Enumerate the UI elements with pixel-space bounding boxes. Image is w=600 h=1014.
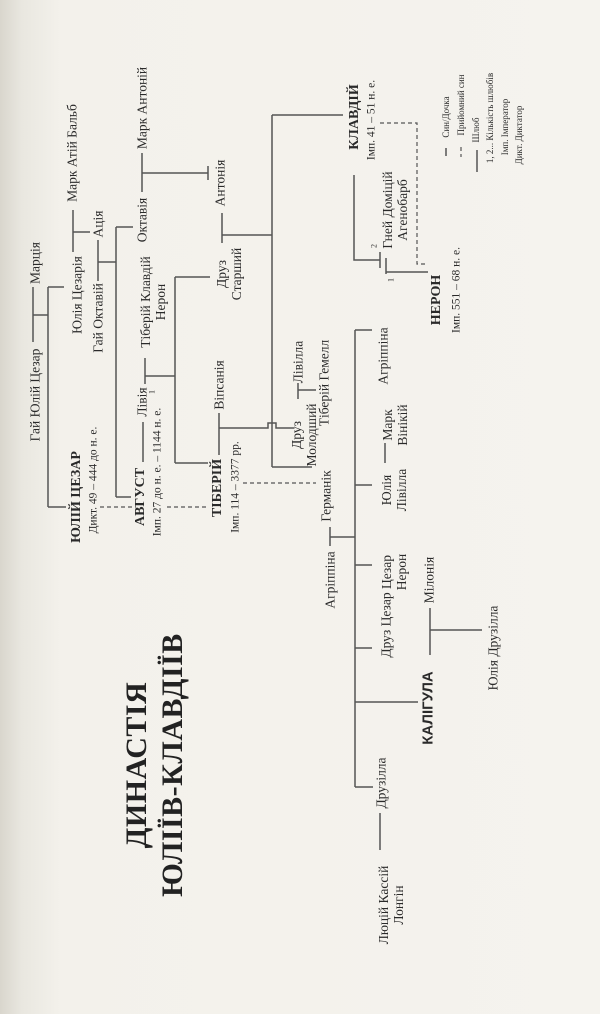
emperor-caligula: КАЛІГУЛА xyxy=(419,671,437,745)
person-gaius-julius-caesar: Гай Юлій Цезар xyxy=(27,348,43,442)
child-line xyxy=(219,422,294,429)
augustus-dates: Імп. 27 до н. е. – 1144 н. е. xyxy=(151,407,164,537)
title-line-1: ДИНАСТІЯ xyxy=(120,681,153,849)
person-gaius-octavius: Гай Октавій xyxy=(90,283,106,353)
person-octavia: Октавія xyxy=(134,197,150,243)
person-drusus-elder: Друз Старший xyxy=(213,247,244,301)
person-atius-balbus: Марк Атій Бальб xyxy=(64,104,80,202)
marriage-number: 1 xyxy=(147,390,157,394)
legend-marriage-count: 1, 2... Кількість шлюбів xyxy=(484,72,495,164)
legend-adopted-son: Прийомний син xyxy=(455,74,466,136)
child-line xyxy=(142,166,209,180)
marriage-number: 1 xyxy=(386,278,396,282)
emperor-julius-caesar: ЮЛІЙ ЦЕЗАР xyxy=(69,451,85,543)
legend-emperor: Імп. Імператор xyxy=(499,98,510,156)
tiberius-dates: Імп. 114 – 3377 рр. xyxy=(229,441,242,533)
legend-child: Син/Дочка xyxy=(440,96,451,138)
person-germanicus: Германік xyxy=(318,470,334,522)
person-drusilla: Друзілла xyxy=(373,757,389,809)
legend-dictator: Дикт. Диктатор xyxy=(513,105,524,165)
person-julia-livilla: Юлія Лівілла xyxy=(378,468,409,512)
child-line xyxy=(33,286,66,508)
person-marcia: Марція xyxy=(27,242,43,284)
person-livilla: Лівілла xyxy=(290,340,306,384)
child-line xyxy=(145,276,210,464)
title-line-2: ЮЛІЇВ-КЛАВДІЇВ xyxy=(156,633,189,897)
child-line xyxy=(98,226,133,498)
person-caesar-nero: Цезар Нерон xyxy=(378,553,409,591)
emperor-augustus: АВГУСТ xyxy=(133,467,149,527)
marriage-number: 2 xyxy=(369,244,379,248)
child-line xyxy=(222,114,343,468)
julius-caesar-dates: Дикт. 49 – 444 до н. е. xyxy=(87,426,100,534)
adoption-line xyxy=(380,122,428,265)
claudius-dates: Імп. 41 – 51 н. е. xyxy=(365,79,378,161)
person-mark-antony: Марк Антоній xyxy=(134,66,150,150)
person-julia-drusilla: Юлія Друзілла xyxy=(485,605,501,691)
person-drusus-caesar: Друз Цезар xyxy=(378,592,394,658)
person-atia: Ація xyxy=(90,210,106,238)
emperor-nero: НЕРОН xyxy=(429,274,445,326)
child-line xyxy=(330,329,418,788)
legend-marriage: Шлюб xyxy=(470,117,481,143)
person-tiberius-gemellus: Тіберій Гемелл xyxy=(316,339,332,427)
person-lucius-cassius-longinus: Люцій Кассій Лонгін xyxy=(375,865,406,945)
person-antonia: Антонія xyxy=(212,159,228,207)
child-line xyxy=(353,175,380,261)
person-agrippina-elder: Агріппіна xyxy=(322,551,338,609)
person-tiberius-claudius-nero: Тіберій Клавдій Нерон xyxy=(137,256,168,348)
person-vipsania: Віпсанія xyxy=(211,360,227,410)
person-drusus-younger: Друз Молодший xyxy=(288,403,319,467)
person-marcus-vinicius: Марк Вінікій xyxy=(379,404,410,446)
person-milonia: Мілонія xyxy=(421,556,437,604)
person-julia-caesaris: Юлія Цезарія xyxy=(69,256,85,334)
emperor-tiberius: ТІБЕРІЙ xyxy=(210,458,226,518)
person-agrippina-younger: Агріппіна xyxy=(375,327,391,385)
nero-dates: Імп. 551 – 68 н. е. xyxy=(450,246,463,334)
person-domitius-ahenobarbus: Гней Доміцій Агенобарб xyxy=(379,171,410,249)
marriage-line xyxy=(379,252,387,274)
emperor-claudius: КЛАВДІЙ xyxy=(347,84,363,150)
